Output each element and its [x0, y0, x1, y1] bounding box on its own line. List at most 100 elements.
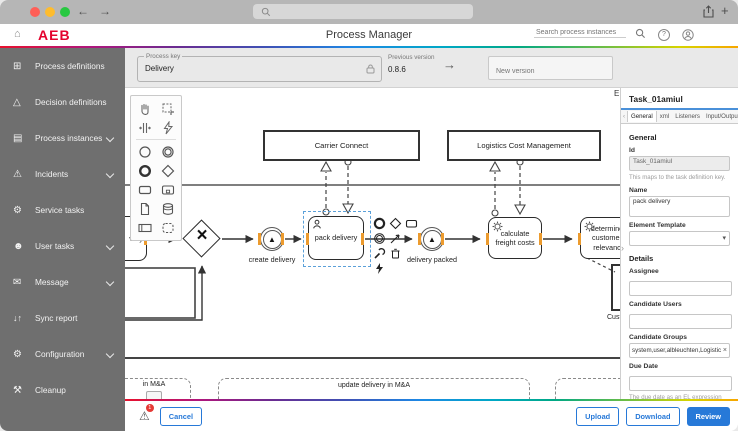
- sidebar-item-message[interactable]: ✉Message: [0, 264, 125, 300]
- gear-icon: ⚙: [13, 204, 22, 216]
- candidate-groups-input[interactable]: system,user,albleuchten,Logistics,a ×: [629, 343, 730, 359]
- tab-input-output[interactable]: Input/Output: [705, 113, 738, 120]
- sidebar-item-configuration[interactable]: ⚙Configuration: [0, 336, 125, 372]
- signal-icon: ▲: [422, 229, 442, 249]
- bpmn-gateway-xor[interactable]: ×: [182, 219, 222, 259]
- bpmn-event-create-delivery[interactable]: ▲: [260, 227, 284, 251]
- connect-tool-icon[interactable]: [387, 231, 403, 246]
- bpmn-task-calculate-freight-costs[interactable]: calculate freight costs: [488, 217, 542, 259]
- sidebar-item-service-tasks[interactable]: ⚙Service tasks: [13, 204, 85, 216]
- sidebar: ⊞Process definitions △Decision definitio…: [0, 48, 125, 431]
- sync-arrows-icon: ↓↑: [13, 313, 22, 323]
- properties-body: General Id Task_01amiul This maps to the…: [621, 124, 738, 400]
- clear-icon[interactable]: ×: [722, 347, 727, 355]
- panel-collapse-icon[interactable]: ›: [621, 243, 624, 253]
- append-gateway-icon[interactable]: [387, 216, 403, 231]
- tab-listeners[interactable]: Listeners: [675, 113, 700, 120]
- candidate-users-input[interactable]: [629, 314, 732, 330]
- create-start-event-icon[interactable]: [133, 142, 156, 161]
- folder-icon: ▤: [13, 132, 23, 144]
- new-version-input[interactable]: [488, 56, 613, 80]
- home-icon[interactable]: ⌂: [14, 28, 21, 40]
- create-group-icon[interactable]: [156, 218, 179, 237]
- connection-marker: [441, 233, 444, 245]
- chevron-down-icon: [105, 277, 115, 287]
- lasso-tool-icon[interactable]: [156, 99, 179, 118]
- share-icon[interactable]: [703, 5, 714, 18]
- create-intermediate-event-icon[interactable]: [156, 142, 179, 161]
- download-button[interactable]: Download: [626, 406, 680, 426]
- search-icon: [261, 7, 271, 16]
- connection-marker: [361, 233, 364, 245]
- review-button[interactable]: Review: [686, 406, 730, 426]
- arrow-right-icon: →: [443, 57, 456, 72]
- subprocess-update-delivery[interactable]: update delivery in M&A: [218, 378, 530, 400]
- wrench-icon[interactable]: [371, 246, 387, 261]
- new-tab-button[interactable]: +: [721, 3, 729, 18]
- create-task-icon[interactable]: [133, 180, 156, 199]
- sidebar-item-sync-report[interactable]: ↓↑Sync report: [13, 313, 78, 323]
- sidebar-item-user-tasks[interactable]: ☻User tasks: [0, 228, 125, 264]
- due-date-input[interactable]: [629, 376, 732, 392]
- validation-warning[interactable]: ⚠ 1: [139, 404, 154, 425]
- process-key-field: Process key Delivery: [137, 53, 382, 82]
- minimize-window-button[interactable]: [45, 7, 55, 17]
- append-task-icon[interactable]: [403, 216, 419, 231]
- subprocess-mna-left[interactable]: in M&A: [125, 378, 191, 400]
- append-intermediate-event-icon[interactable]: [371, 231, 387, 246]
- cleanup-icon: ⚒: [13, 384, 22, 396]
- lightning-icon[interactable]: [371, 261, 387, 276]
- process-definitions-icon: ⊞: [13, 60, 22, 72]
- bpmn-task-pack-delivery[interactable]: pack delivery: [308, 216, 364, 260]
- sidebar-item-cleanup[interactable]: ⚒Cleanup: [13, 384, 66, 396]
- hand-tool-icon[interactable]: [133, 99, 156, 118]
- element-template-select[interactable]: ▾: [629, 231, 730, 247]
- event-label: create delivery: [248, 255, 296, 264]
- create-data-store-icon[interactable]: [156, 199, 179, 218]
- tab-xml[interactable]: xml: [659, 113, 670, 120]
- search-process-instances-input[interactable]: [534, 28, 626, 38]
- sidebar-item-incidents[interactable]: ⚠Incidents: [0, 156, 125, 192]
- maximize-window-button[interactable]: [60, 7, 70, 17]
- sidebar-item-process-instances[interactable]: ▤Process instances: [0, 120, 125, 156]
- help-icon[interactable]: ?: [658, 29, 670, 41]
- pool-carrier-connect[interactable]: Carrier Connect: [263, 130, 420, 161]
- cancel-button[interactable]: Cancel: [159, 406, 203, 426]
- signal-icon: ▲: [262, 229, 282, 249]
- browser-back-button[interactable]: ←: [77, 4, 89, 18]
- create-subprocess-icon[interactable]: [156, 180, 179, 199]
- trash-icon[interactable]: [387, 246, 403, 261]
- user-task-icon: [313, 219, 321, 229]
- upload-button[interactable]: Upload: [576, 406, 620, 426]
- create-end-event-icon[interactable]: [133, 161, 156, 180]
- tab-general[interactable]: General: [627, 111, 657, 122]
- space-tool-icon[interactable]: [133, 118, 156, 137]
- footer-bar: ⚠ 1 Cancel Upload Download Review: [125, 401, 738, 431]
- pool-label-customer: Custo: [607, 314, 620, 321]
- assignee-input[interactable]: [629, 281, 732, 297]
- sidebar-item-decision-definitions[interactable]: △Decision definitions: [13, 96, 107, 108]
- bpmn-task-determine-customer-relevancy[interactable]: determine customer relevanc: [580, 217, 620, 259]
- create-data-object-icon[interactable]: [133, 199, 156, 218]
- user-icon: ☻: [13, 240, 24, 252]
- tabs-scroll-left-icon[interactable]: ‹: [623, 113, 626, 120]
- id-label: Id: [629, 147, 635, 154]
- sidebar-item-process-definitions[interactable]: ⊞Process definitions: [13, 60, 105, 72]
- account-icon[interactable]: [682, 29, 694, 41]
- browser-chrome: ← → +: [0, 0, 738, 24]
- id-input: Task_01amiul: [629, 156, 730, 171]
- close-window-button[interactable]: [30, 7, 40, 17]
- bpmn-canvas[interactable]: very Carrier Connect Logistics Cost Mana…: [125, 88, 620, 400]
- create-participant-icon[interactable]: [133, 218, 156, 237]
- browser-forward-button[interactable]: →: [99, 4, 111, 18]
- create-gateway-icon[interactable]: [156, 161, 179, 180]
- subprocess-right-partial[interactable]: [555, 378, 620, 400]
- id-help-text: This maps to the task definition key.: [629, 174, 726, 181]
- name-input[interactable]: pack delivery: [629, 196, 730, 218]
- browser-address-bar[interactable]: [253, 4, 473, 19]
- search-icon[interactable]: [635, 28, 646, 39]
- previous-version-value: 0.8.6: [388, 65, 406, 74]
- append-end-event-icon[interactable]: [371, 216, 387, 231]
- global-connect-icon[interactable]: [156, 118, 179, 137]
- pool-logistics-cost-management[interactable]: Logistics Cost Management: [447, 130, 601, 161]
